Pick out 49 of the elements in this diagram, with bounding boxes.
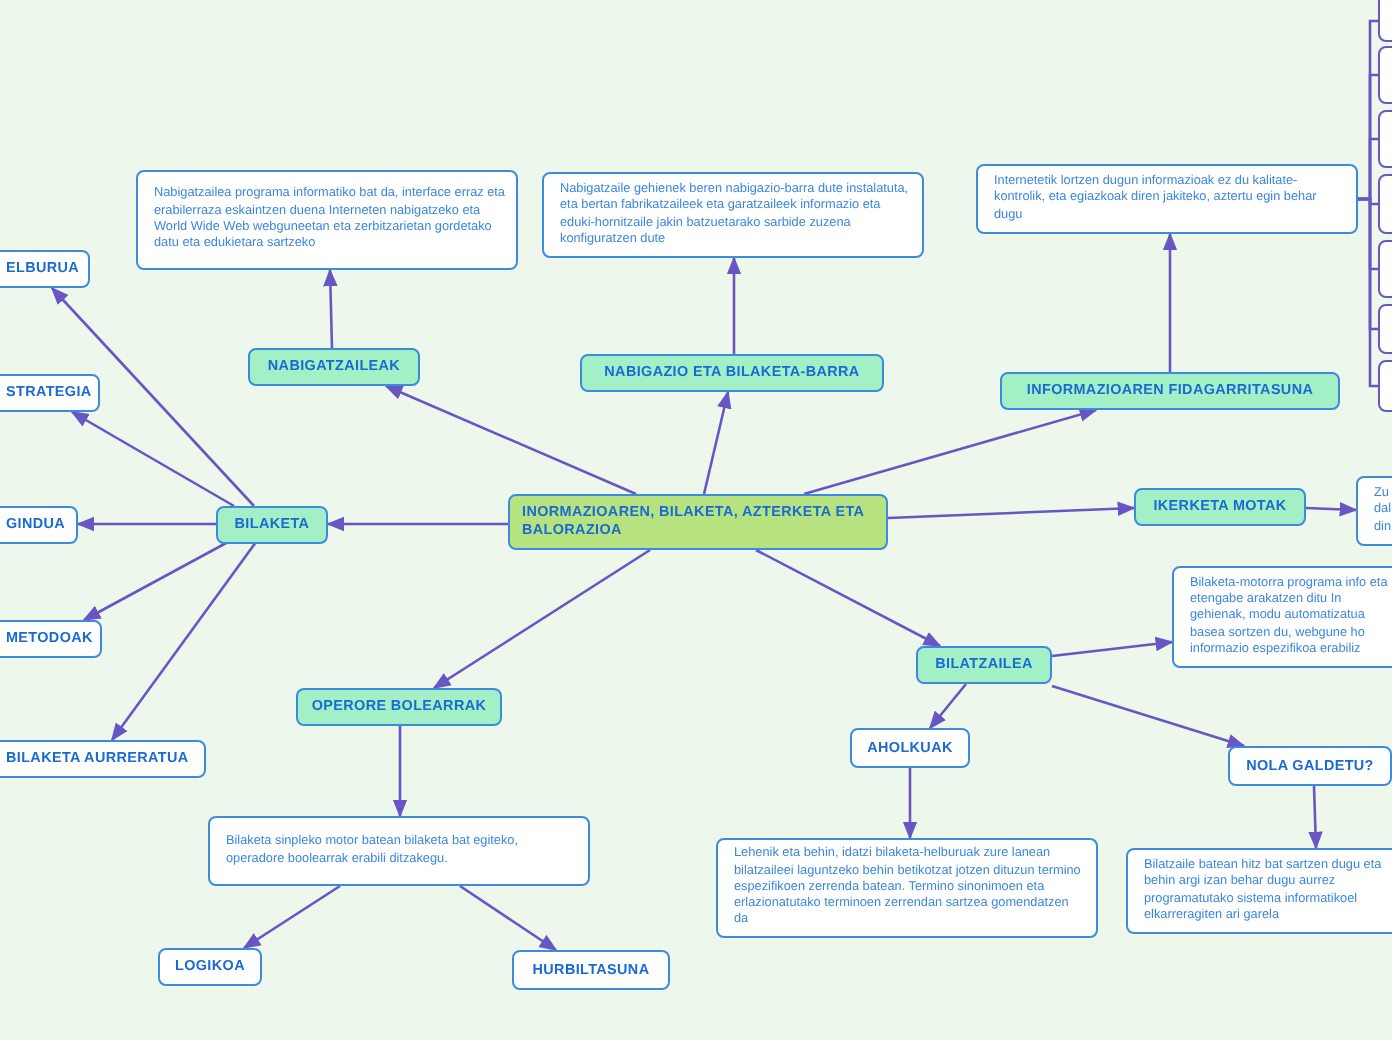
arrow — [928, 683, 967, 730]
arrow — [1305, 502, 1358, 517]
arrow — [432, 548, 651, 690]
topic-box — [1134, 488, 1306, 526]
arrow — [1051, 684, 1246, 749]
arrow — [459, 884, 558, 952]
arrow — [803, 407, 1098, 496]
note-box — [976, 164, 1358, 234]
subtopic-box — [0, 506, 78, 544]
connector-line — [1358, 197, 1378, 388]
arrow — [70, 410, 235, 508]
arrow — [726, 256, 742, 354]
arrow — [392, 726, 408, 818]
central-topic-box — [508, 494, 888, 550]
note-box — [1126, 848, 1392, 934]
arrow — [82, 540, 229, 622]
subtopic-box — [158, 948, 262, 986]
subtopic-box — [0, 250, 90, 288]
subtopic-box — [0, 374, 100, 412]
note-box — [136, 170, 518, 270]
arrow — [887, 501, 1136, 520]
arrow — [110, 541, 258, 742]
topic-box — [1000, 372, 1340, 410]
arrow — [755, 548, 942, 648]
arrow — [242, 884, 341, 950]
note-box — [542, 172, 924, 258]
note-box — [716, 838, 1098, 938]
arrow — [50, 286, 255, 507]
topic-box — [916, 646, 1052, 684]
arrow — [702, 390, 732, 495]
arrow — [902, 768, 918, 840]
subtopic-box — [512, 950, 670, 990]
arrow — [326, 516, 508, 532]
topic-box — [296, 688, 502, 726]
arrow — [1162, 232, 1178, 372]
subtopic-box — [0, 740, 206, 778]
arrow — [323, 268, 338, 349]
topic-box — [580, 354, 884, 392]
note-box — [1172, 566, 1392, 668]
note-box — [208, 816, 590, 886]
topic-box — [248, 348, 420, 386]
topic-box — [216, 506, 328, 544]
arrow — [1051, 636, 1174, 658]
subtopic-box — [1228, 746, 1392, 786]
arrow — [76, 516, 216, 532]
arrow — [1308, 785, 1323, 850]
arrow — [384, 384, 637, 496]
subtopic-box — [850, 728, 970, 768]
subtopic-box — [0, 620, 102, 658]
